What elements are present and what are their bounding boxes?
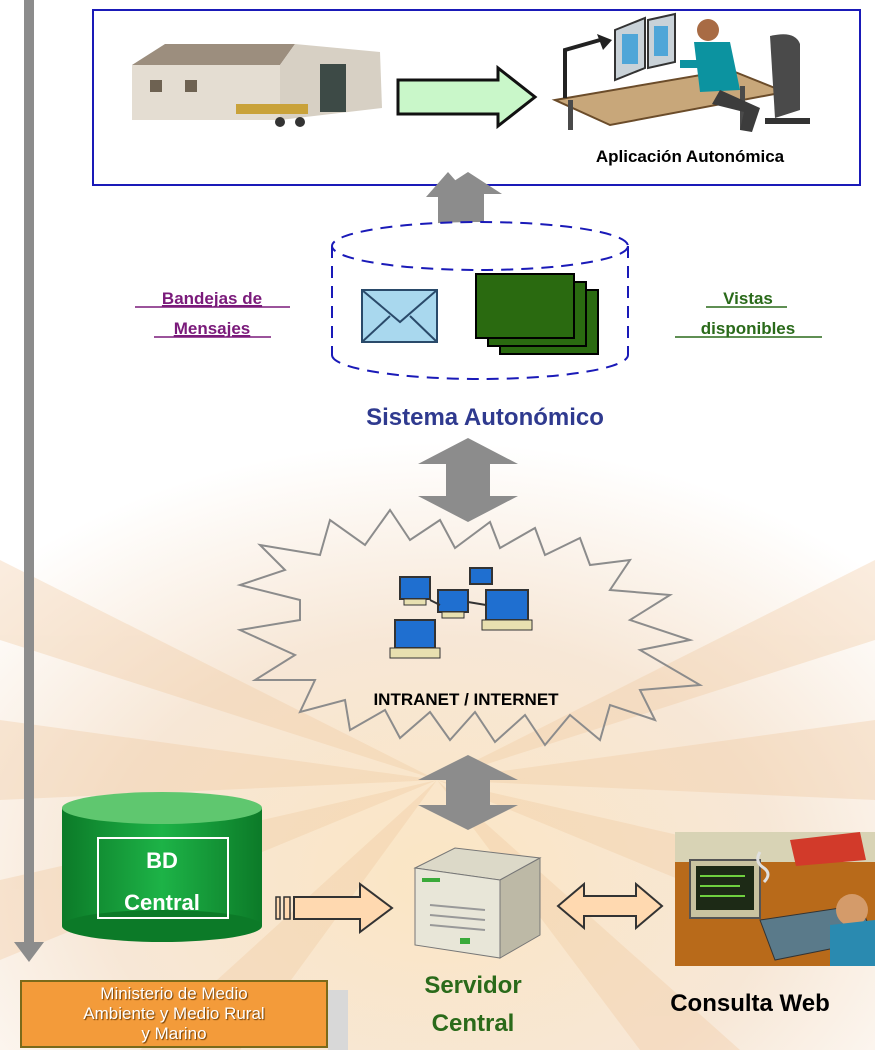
server-icon — [413, 847, 542, 959]
views-label-line2[interactable]: disponibles — [701, 319, 795, 338]
central-database — [62, 792, 262, 942]
ministerio-line3: y Marino — [141, 1024, 207, 1043]
network-label: INTRANET / INTERNET — [373, 690, 559, 709]
views-label-line1[interactable]: Vistas — [723, 289, 773, 308]
db-label-line2: Central — [124, 890, 200, 915]
network-computers-icon — [389, 567, 533, 659]
network-cloud — [236, 508, 704, 747]
workstation-image — [551, 12, 810, 132]
ministerio-line2: Ambiente y Medio Rural — [83, 1004, 265, 1023]
server-label-line1: Servidor — [424, 972, 521, 999]
server-label-line2: Central — [432, 1010, 515, 1037]
farm-building-image — [132, 44, 382, 127]
double-arrow-bottom — [418, 755, 518, 830]
right-arrow — [396, 64, 538, 130]
ministerio-line1: Ministerio de Medio — [100, 984, 248, 1003]
mailbox-label-line2[interactable]: Mensajes — [174, 319, 251, 338]
web-consult-image — [675, 832, 875, 966]
left-flow-arrow — [14, 0, 44, 962]
consulta-label: Consulta Web — [670, 990, 830, 1017]
mailbox-label-line1[interactable]: Bandejas de — [162, 289, 262, 308]
envelope-icon — [361, 289, 438, 343]
ministerio-box: Ministerio de Medio Ambiente y Medio Rur… — [20, 980, 328, 1048]
views-stack-icon — [475, 273, 599, 355]
server-web-double-arrow — [556, 881, 664, 931]
db-to-server-arrow — [275, 882, 394, 934]
double-arrow-middle — [418, 438, 518, 522]
grey-panel — [328, 990, 348, 1050]
sistema-label: Sistema Autonómico — [366, 404, 604, 431]
app-label: Aplicación Autonómica — [596, 147, 785, 166]
autonomous-system-store — [331, 221, 629, 380]
db-label-line1: BD — [146, 848, 178, 873]
